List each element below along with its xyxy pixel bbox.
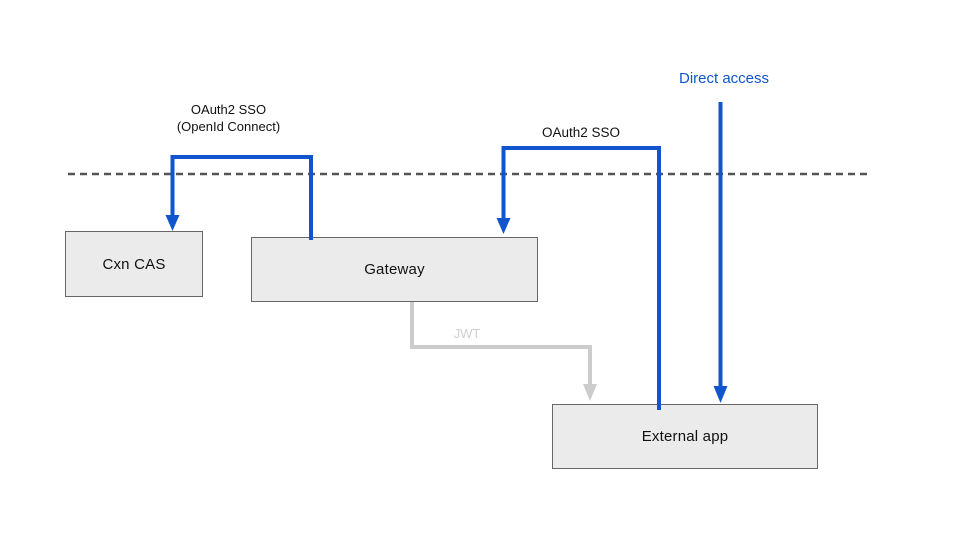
label-direct-access: Direct access: [678, 70, 770, 87]
node-cxn-cas: Cxn CAS: [65, 231, 203, 297]
node-external-app-label: External app: [641, 428, 729, 445]
node-cxn-cas-label: Cxn CAS: [102, 255, 166, 273]
label-oauth2-sso: OAuth2 SSO: [541, 125, 621, 140]
node-external-app: External app: [552, 404, 818, 469]
label-oauth2-openid-connect: OAuth2 SSO (OpenId Connect): [146, 101, 311, 135]
node-gateway-label: Gateway: [364, 261, 425, 278]
label-oauth2-openid-line2: (OpenId Connect): [176, 119, 281, 134]
direct-access-arrowhead-icon: [713, 386, 728, 403]
oauth2-openid-arrowhead-icon: [165, 215, 180, 231]
jwt-connector-line: [410, 302, 592, 386]
node-gateway: Gateway: [251, 237, 538, 302]
oauth2-openid-connector-line: [170, 155, 313, 240]
oauth2-sso-arrowhead-icon: [496, 218, 511, 234]
label-oauth2-openid-line1: OAuth2 SSO: [190, 102, 267, 117]
label-jwt: JWT: [453, 326, 481, 341]
jwt-arrowhead-icon: [583, 384, 597, 401]
